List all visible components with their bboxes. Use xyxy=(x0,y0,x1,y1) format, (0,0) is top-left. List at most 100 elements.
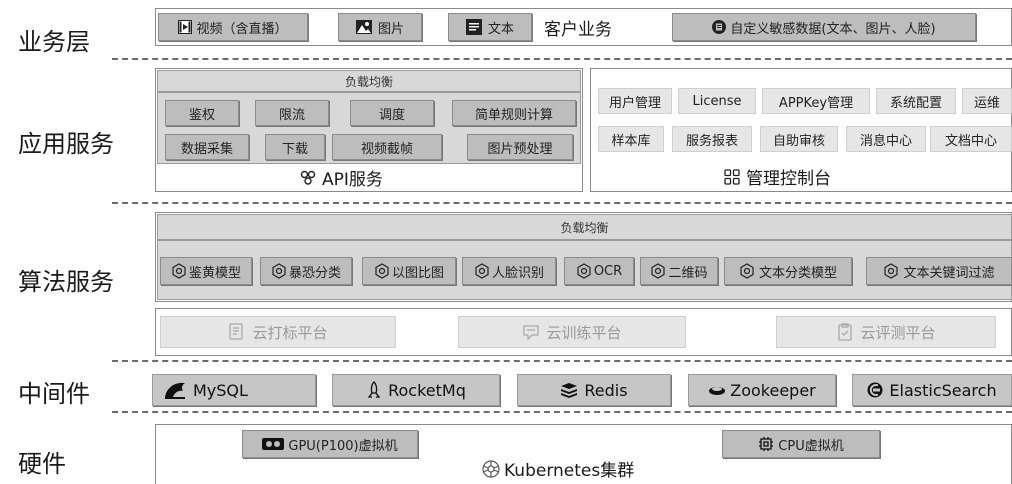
layer-label-algorithm: 算法服务 xyxy=(18,268,114,296)
video-icon xyxy=(178,20,193,34)
api-item-rule-calc[interactable]: 简单规则计算 xyxy=(452,100,576,126)
api-item-video-frame[interactable]: 视频截帧 xyxy=(332,134,442,160)
image-label: 图片 xyxy=(377,21,404,37)
platform-evaluation[interactable]: 云评测平台 xyxy=(776,316,996,348)
middleware-mysql[interactable]: MySQL xyxy=(152,374,316,406)
algorithm-load-balancer-label: 负载均衡 xyxy=(560,220,609,235)
api-icon xyxy=(300,170,316,186)
console-message-center[interactable]: 消息中心 xyxy=(846,126,926,152)
console-user-mgmt[interactable]: 用户管理 xyxy=(598,88,672,114)
console-ops[interactable]: 运维 xyxy=(962,88,1012,114)
gpu-vm[interactable]: GPU(P100)虚拟机 xyxy=(242,430,418,458)
model-image-match-label: 以图比图 xyxy=(391,265,444,281)
custom-sensitive-button[interactable]: 自定义敏感数据(文本、图片、人脸) xyxy=(672,13,976,41)
middleware-zookeeper-label: Zookeeper xyxy=(730,380,816,400)
api-item-ratelimit[interactable]: 限流 xyxy=(255,100,329,126)
platform-labeling[interactable]: 云打标平台 xyxy=(160,316,396,348)
model-keyword-filter-label: 文本关键词过滤 xyxy=(903,265,995,281)
layers-icon xyxy=(560,382,578,398)
model-face-recognition-label: 人脸识别 xyxy=(491,265,544,281)
api-item-auth[interactable]: 鉴权 xyxy=(165,100,239,126)
platform-training[interactable]: 云训练平台 xyxy=(458,316,686,348)
model-text-classify[interactable]: 文本分类模型 xyxy=(724,257,852,285)
middleware-elasticsearch[interactable]: ElasticSearch xyxy=(852,374,1012,406)
model-icon xyxy=(576,263,592,279)
model-face-recognition[interactable]: 人脸识别 xyxy=(462,257,556,285)
model-icon xyxy=(271,263,287,279)
layer-divider xyxy=(112,360,1012,362)
console-doc-center[interactable]: 文档中心 xyxy=(930,126,1012,152)
layer-divider xyxy=(112,58,1012,60)
model-porn-detect[interactable]: 鉴黄模型 xyxy=(160,257,252,285)
console-title: 管理控制台 xyxy=(724,164,831,189)
platform-training-label: 云训练平台 xyxy=(546,323,622,342)
grid-icon xyxy=(724,168,740,185)
middleware-mysql-label: MySQL xyxy=(193,380,248,400)
api-item-schedule[interactable]: 调度 xyxy=(350,100,434,126)
clipboard-check-icon xyxy=(836,323,854,341)
cpu-vm[interactable]: CPU虚拟机 xyxy=(722,430,880,458)
training-icon xyxy=(522,323,540,341)
model-qrcode[interactable]: 二维码 xyxy=(640,257,718,285)
model-porn-detect-label: 鉴黄模型 xyxy=(188,265,241,281)
model-icon xyxy=(171,263,187,279)
layer-label-middleware: 中间件 xyxy=(18,380,90,408)
form-icon xyxy=(228,323,246,341)
model-icon xyxy=(883,263,899,279)
cpu-vm-label: CPU虚拟机 xyxy=(778,438,844,454)
database-icon xyxy=(712,20,727,34)
elasticsearch-icon xyxy=(867,382,883,398)
custom-sensitive-label: 自定义敏感数据(文本、图片、人脸) xyxy=(730,21,936,37)
middleware-rocketmq-label: RocketMq xyxy=(388,380,466,400)
gpu-vm-label: GPU(P100)虚拟机 xyxy=(288,438,398,454)
model-keyword-filter[interactable]: 文本关键词过滤 xyxy=(866,257,1012,285)
middleware-elasticsearch-label: ElasticSearch xyxy=(889,380,997,400)
layer-divider xyxy=(112,202,1012,204)
model-terror-classify[interactable]: 暴恐分类 xyxy=(260,257,352,285)
gpu-icon xyxy=(262,438,285,450)
console-license[interactable]: License xyxy=(678,88,756,114)
api-item-download[interactable]: 下载 xyxy=(265,134,325,160)
platform-labeling-label: 云打标平台 xyxy=(252,323,328,342)
image-icon xyxy=(355,20,372,34)
api-service-title: API服务 xyxy=(300,165,383,190)
console-sample-lib[interactable]: 样本库 xyxy=(598,126,664,152)
image-button[interactable]: 图片 xyxy=(338,13,422,41)
video-button[interactable]: 视频（含直播） xyxy=(158,13,308,41)
console-self-review[interactable]: 自助审核 xyxy=(760,126,838,152)
console-service-report[interactable]: 服务报表 xyxy=(672,126,752,152)
model-qrcode-label: 二维码 xyxy=(668,265,708,281)
console-appkey-mgmt[interactable]: APPKey管理 xyxy=(762,88,870,114)
middleware-zookeeper[interactable]: Zookeeper xyxy=(688,374,836,406)
model-image-match[interactable]: 以图比图 xyxy=(362,257,456,285)
middleware-redis[interactable]: Redis xyxy=(517,374,671,406)
model-icon xyxy=(374,263,390,279)
customer-business-label: 客户业务 xyxy=(544,20,612,40)
layer-label-hardware: 硬件 xyxy=(18,450,66,478)
rocket-icon xyxy=(366,381,382,399)
middleware-redis-label: Redis xyxy=(584,380,628,400)
algorithm-load-balancer: 负载均衡 xyxy=(157,214,1012,240)
kubernetes-cluster-label: Kubernetes集群 xyxy=(504,461,635,481)
platform-evaluation-label: 云评测平台 xyxy=(860,323,936,342)
kubernetes-cluster-title: Kubernetes集群 xyxy=(482,456,634,481)
api-item-data-collect[interactable]: 数据采集 xyxy=(165,134,249,160)
text-button[interactable]: 文本 xyxy=(448,13,532,41)
model-ocr[interactable]: OCR xyxy=(564,257,634,285)
middleware-rocketmq[interactable]: RocketMq xyxy=(332,374,500,406)
layer-label-application: 应用服务 xyxy=(18,130,114,158)
model-text-classify-label: 文本分类模型 xyxy=(758,265,837,281)
video-label: 视频（含直播） xyxy=(196,21,288,37)
api-load-balancer-label: 负载均衡 xyxy=(344,74,393,89)
mysql-dolphin-icon xyxy=(163,379,189,401)
kubernetes-icon xyxy=(482,459,500,478)
api-load-balancer: 负载均衡 xyxy=(157,70,581,92)
model-ocr-label: OCR xyxy=(593,263,623,279)
model-icon xyxy=(650,263,666,279)
api-service-title-label: API服务 xyxy=(322,170,383,190)
cpu-icon xyxy=(758,436,774,452)
api-item-image-preprocess[interactable]: 图片预处理 xyxy=(467,134,573,160)
console-system-config[interactable]: 系统配置 xyxy=(876,88,956,114)
model-icon xyxy=(474,263,490,279)
model-icon xyxy=(739,263,755,279)
